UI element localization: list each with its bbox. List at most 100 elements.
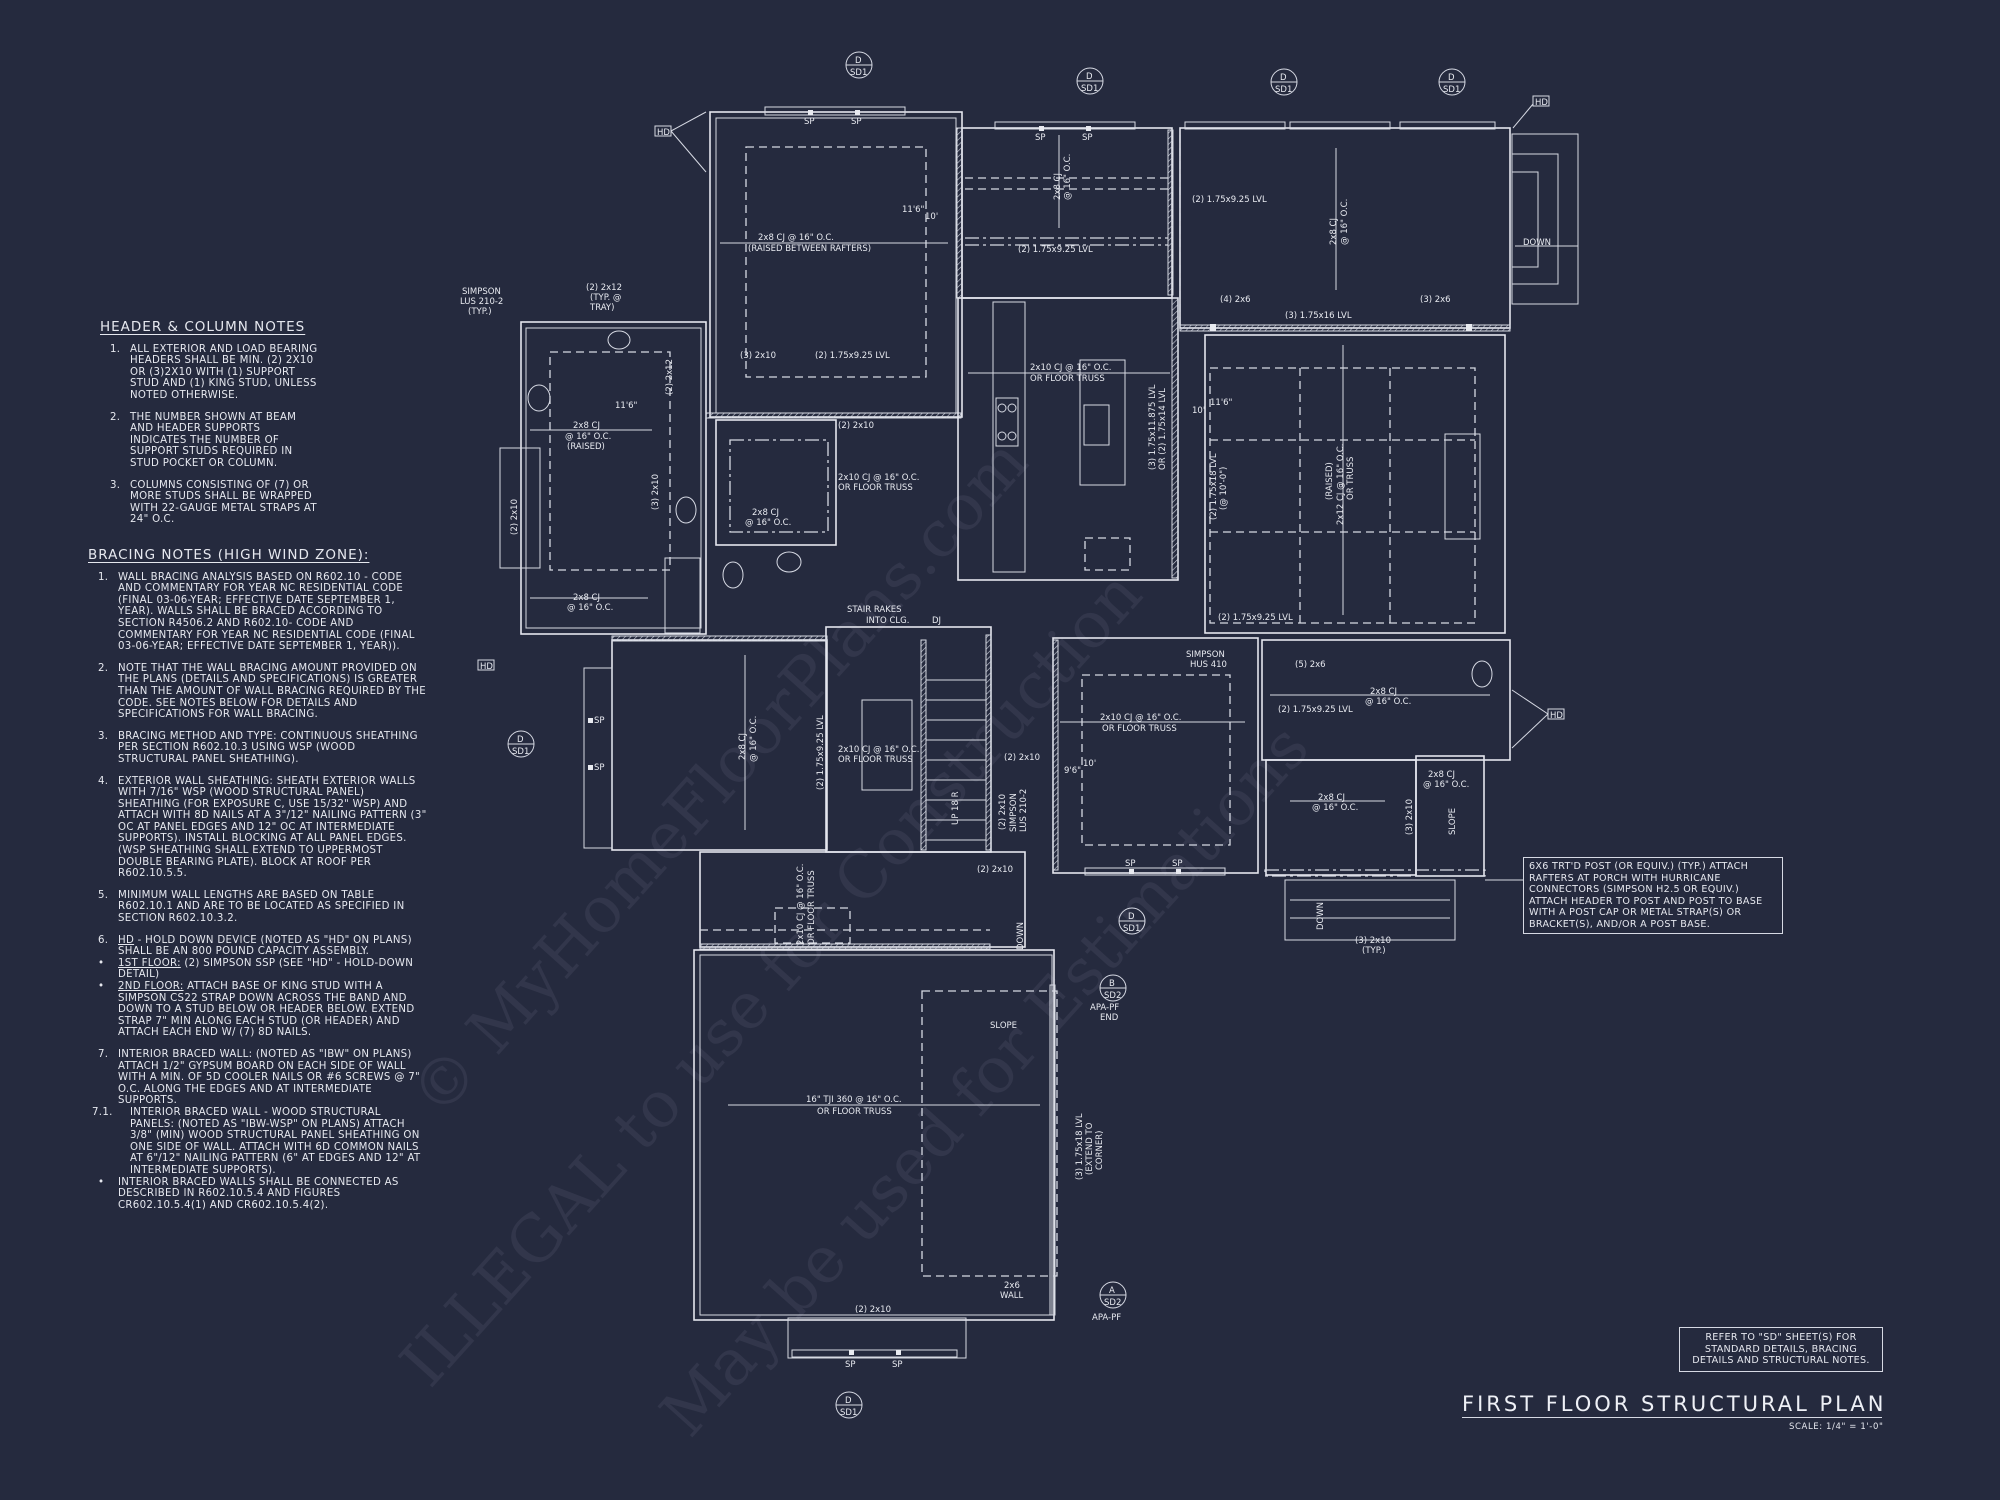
svg-text:SLOPE: SLOPE [990,1021,1017,1031]
svg-text:2x10 CJ @ 16" O.C.: 2x10 CJ @ 16" O.C. [796,864,806,945]
svg-text:DJ: DJ [932,616,941,626]
svg-text:(2) 2x10: (2) 2x10 [510,499,520,535]
drawing-title: FIRST FLOOR STRUCTURAL PLAN [1462,1392,1887,1418]
stair-treads [926,699,986,841]
svg-text:(RAISED): (RAISED) [1325,462,1335,500]
svg-text:OR (2) 1.75x14 LVL: OR (2) 1.75x14 LVL [1158,388,1168,470]
room-family: (RAISED) 2x12 CJ @ 16" O.C. OR TRUSS (2)… [1192,334,1506,634]
svg-text:D: D [1448,73,1455,83]
svg-text:SD2: SD2 [1104,991,1121,1001]
header-note-3: 3.COLUMNS CONSISTING OF (7) OR MORE STUD… [110,479,317,526]
svg-text:(2) 2x12: (2) 2x12 [586,283,622,293]
svg-text:OR FLOOR TRUSS: OR FLOOR TRUSS [1030,374,1105,384]
drawing-scale: SCALE: 1/4" = 1'-0" [1789,1422,1884,1432]
svg-text:(2) 2x10: (2) 2x10 [1004,753,1040,763]
svg-text:LUS 210-2: LUS 210-2 [1019,789,1029,832]
svg-text:(3) 2x10: (3) 2x10 [651,474,661,510]
svg-text:(2) 1.75x9.25 LVL: (2) 1.75x9.25 LVL [816,715,826,790]
svg-text:END: END [1100,1013,1119,1023]
svg-text:SP: SP [594,716,605,726]
room-dining: 2x8 CJ @ 16" O.C. (2) 1.75x9.25 LVL SP S… [956,121,1174,299]
svg-text:SIMPSON: SIMPSON [462,287,501,297]
svg-text:(2) 1.75x9.25 LVL: (2) 1.75x9.25 LVL [1192,195,1267,205]
svg-text:(2) 2x10: (2) 2x10 [855,1305,891,1315]
svg-text:2x10 CJ @ 16" O.C.: 2x10 CJ @ 16" O.C. [838,473,919,483]
svg-text:(RAISED): (RAISED) [567,442,605,452]
svg-text:10': 10' [925,212,938,222]
header-notes-title: HEADER & COLUMN NOTES [100,319,306,335]
svg-text:2x10 CJ @ 16" O.C.: 2x10 CJ @ 16" O.C. [1030,363,1111,373]
svg-text:@ 16" O.C.: @ 16" O.C. [1423,780,1469,790]
svg-text:2x8 CJ: 2x8 CJ [573,593,600,603]
svg-text:2x8 CJ: 2x8 CJ [752,508,779,518]
room-kitchen: 2x10 CJ @ 16" O.C. OR FLOOR TRUSS (3) 1.… [957,297,1179,581]
svg-text:HUS 410: HUS 410 [1190,660,1227,670]
detail-marker-d-sd1: D SD1 [1438,68,1466,96]
svg-text:TRAY): TRAY) [589,303,614,313]
svg-text:2x8 CJ: 2x8 CJ [1318,793,1345,803]
detail-marker-d-sd1: D SD1 [1076,67,1104,95]
svg-text:HD: HD [1550,711,1563,721]
bracing-note-6-first-floor: •1ST FLOOR: (2) SIMPSON SSP (SEE "HD" - … [98,957,414,981]
svg-text:SD1: SD1 [1081,84,1098,94]
svg-text:(@ 10'-0"): (@ 10'-0") [1219,467,1229,510]
svg-text:CORNER): CORNER) [1095,1131,1105,1170]
room-front-right: 2x8 CJ @ 16" O.C. (2) 1.75x9.25 LVL (4) … [1179,95,1579,332]
svg-text:2x10 CJ @ 16" O.C.: 2x10 CJ @ 16" O.C. [838,745,919,755]
svg-text:D: D [855,56,862,66]
svg-text:SLOPE: SLOPE [1448,808,1458,835]
svg-text:SP: SP [851,117,862,127]
detail-marker-d-sd1: D SD1 [507,730,535,758]
bracing-note-bullet-connect: •INTERIOR BRACED WALLS SHALL BE CONNECTE… [98,1176,399,1211]
svg-text:2x8 CJ: 2x8 CJ [1053,173,1063,200]
bracing-notes: BRACING NOTES (HIGH WIND ZONE): 1.WALL B… [88,547,428,1221]
detail-marker-b-sd2: B SD2 [1099,974,1127,1002]
bracing-note-6: 6.HD - HOLD DOWN DEVICE (NOTED AS "HD" O… [98,934,412,958]
detail-marker-d-sd1: D SD1 [1118,907,1146,935]
svg-text:10': 10' [1192,406,1205,416]
svg-text:SP: SP [1172,859,1183,869]
svg-text:2x8 CJ: 2x8 CJ [1370,687,1397,697]
svg-text:10': 10' [1083,759,1096,769]
room-study: 2x8 CJ @ 16" O.C. SP SP [583,635,828,851]
svg-text:LUS 210-2: LUS 210-2 [460,297,503,307]
detail-marker-d-sd1: D SD1 [835,1391,863,1419]
svg-text:DOWN: DOWN [1523,238,1551,248]
svg-text:SD1: SD1 [840,1408,857,1418]
svg-text:STAIR RAKES: STAIR RAKES [847,605,902,615]
svg-text:2x8 CJ @ 16" O.C.: 2x8 CJ @ 16" O.C. [758,233,834,243]
detail-marker-a-sd2: A SD2 [1099,1281,1127,1309]
svg-text:(5) 2x6: (5) 2x6 [1295,660,1326,670]
svg-text:(3) 1.75x18 LVL: (3) 1.75x18 LVL [1075,1113,1085,1180]
svg-text:(2) 2x10: (2) 2x10 [998,794,1008,830]
svg-text:(3) 2x10: (3) 2x10 [1405,799,1415,835]
svg-text:@ 16" O.C.: @ 16" O.C. [1365,697,1411,707]
svg-text:(TYP.): (TYP.) [468,307,492,317]
svg-text:@ 16" O.C.: @ 16" O.C. [745,518,791,528]
svg-text:(TYP.): (TYP.) [1362,946,1386,956]
svg-text:SD1: SD1 [512,747,529,757]
porch-post-callout: 6x6 TRT'D POST (OR EQUIV.) (TYP.) ATTACH… [1523,857,1783,934]
svg-text:D: D [845,1396,852,1406]
svg-text:11'6": 11'6" [615,401,638,411]
svg-text:@ 16" O.C.: @ 16" O.C. [1340,199,1350,245]
svg-text:SP: SP [1125,859,1136,869]
svg-text:DOWN: DOWN [1316,902,1326,930]
svg-text:(3) 2x10: (3) 2x10 [1355,936,1391,946]
svg-text:(4) 2x6: (4) 2x6 [1220,295,1251,305]
bracing-notes-title: BRACING NOTES (HIGH WIND ZONE): [88,547,370,563]
svg-text:SD1: SD1 [1275,85,1292,95]
svg-text:2x6: 2x6 [1004,1281,1020,1291]
svg-text:(3) 2x10: (3) 2x10 [740,351,776,361]
svg-text:(2) 1.75x18 LVL: (2) 1.75x18 LVL [1209,453,1219,520]
bracing-note-6-second-floor: •2ND FLOOR: ATTACH BASE OF KING STUD WIT… [98,981,415,1039]
svg-text:SP: SP [1035,133,1046,143]
svg-text:(RAISED BETWEEN RAFTERS): (RAISED BETWEEN RAFTERS) [748,244,871,254]
svg-text:2x8 CJ: 2x8 CJ [573,421,600,431]
svg-text:HD: HD [1535,98,1548,108]
refer-sd-sheets-note: REFER TO "SD" SHEET(S) FOR STANDARD DETA… [1679,1327,1883,1372]
bracing-note-7-1: 7.1.INTERIOR BRACED WALL - WOOD STRUCTUR… [92,1106,421,1176]
svg-text:OR FLOOR TRUSS: OR FLOOR TRUSS [807,870,817,945]
detail-markers: D SD1 D SD1 D SD1 D SD1 D SD1 D SD1 [507,51,1466,1419]
